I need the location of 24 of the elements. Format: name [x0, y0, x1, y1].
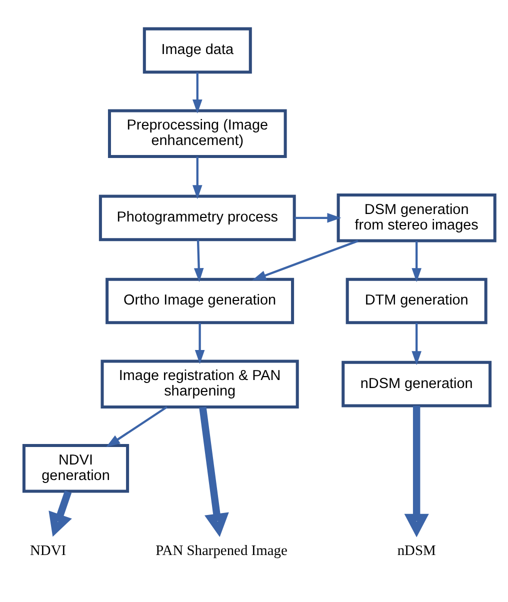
node-box: Image data [142, 27, 252, 74]
node-box: nDSM generation [342, 360, 492, 408]
arrow [106, 406, 168, 448]
arrow [252, 240, 358, 280]
arrow [412, 241, 422, 282]
arrow [404, 406, 429, 538]
arrow [294, 213, 342, 223]
arrow [199, 406, 229, 538]
node-box: DTM generation [346, 278, 488, 324]
arrow [412, 322, 422, 366]
node-text: nDSM [397, 543, 436, 560]
arrow [192, 156, 202, 200]
arrow [194, 322, 205, 364]
node-box: Image registration & PAN sharpening [100, 360, 299, 408]
node-box: DSM generation from stereo images [336, 194, 496, 242]
node-box: Preprocessing (Image enhancement) [108, 109, 287, 158]
arrow [194, 240, 204, 282]
node-text: PAN Sharpened Image [156, 543, 288, 560]
node-box: Photogrammetry process [98, 194, 296, 242]
node-text: NDVI [30, 543, 66, 560]
node-box: Ortho Image generation [106, 278, 294, 324]
arrow [192, 72, 202, 114]
arrow [48, 490, 72, 537]
node-box: NDVI generation [22, 444, 130, 493]
